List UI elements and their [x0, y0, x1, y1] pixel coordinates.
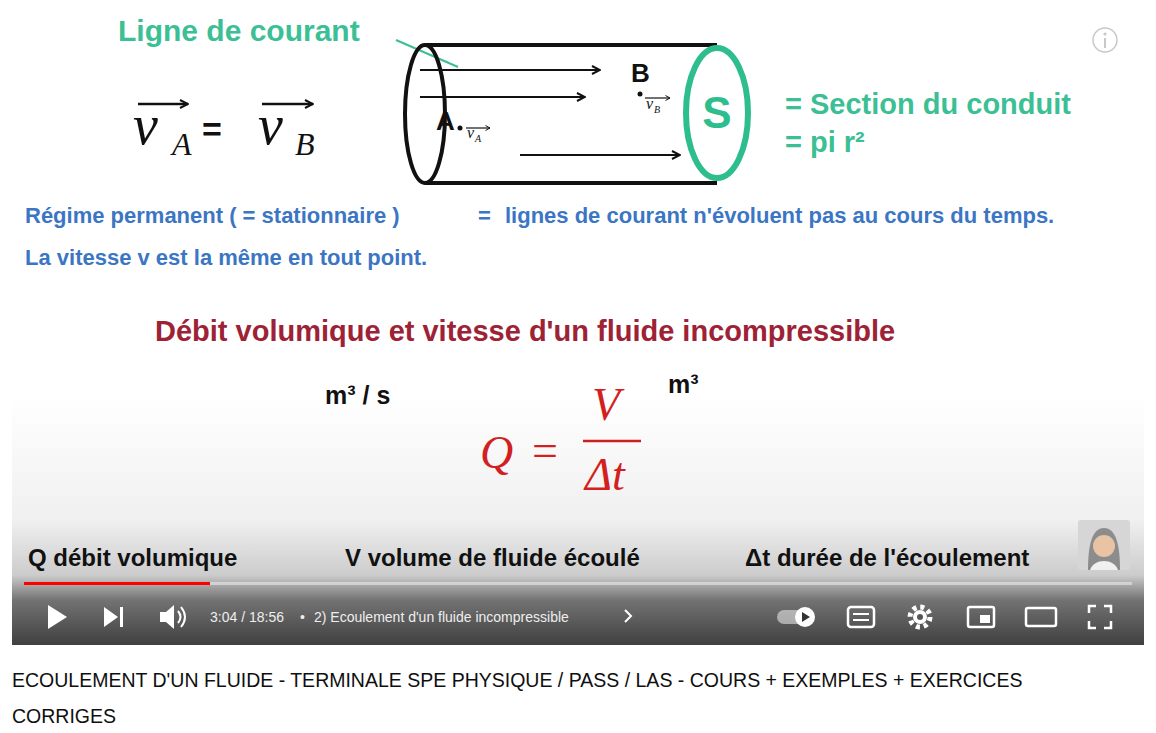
- note-text: Régime permanent ( = stationnaire ): [25, 205, 400, 227]
- section-ellipse: S: [682, 44, 752, 182]
- point-label: B: [631, 60, 650, 86]
- streamline: [420, 69, 600, 71]
- callout-label: Ligne de courant: [118, 16, 360, 46]
- avatar: [1078, 520, 1130, 570]
- legend-text: V volume de fluide écoulé: [345, 546, 640, 570]
- subtitles-button: [848, 607, 874, 627]
- legend-text: Δt durée de l'écoulement: [745, 546, 1029, 570]
- point-dot: [638, 92, 643, 97]
- subscript: B: [654, 105, 660, 115]
- point-label: A: [436, 108, 455, 134]
- time-display: 3:04 / 18:56: [210, 610, 284, 624]
- subscript: A: [475, 134, 481, 144]
- point-dot: [458, 126, 463, 131]
- streamline: [520, 154, 680, 156]
- separator: •: [300, 610, 305, 624]
- vector-symbol: v: [646, 96, 653, 112]
- equals-sign: =: [202, 112, 222, 146]
- equals-sign: =: [532, 428, 558, 474]
- info-icon: [1093, 28, 1117, 52]
- settings-button: [910, 607, 930, 627]
- node-text: S: [702, 91, 731, 135]
- play-button: [48, 605, 67, 629]
- note-text: La vitesse v est la même en tout point.: [25, 247, 427, 269]
- autoplay-toggle: [777, 607, 815, 627]
- next-button: [104, 607, 123, 627]
- definition-text: = Section du conduit: [785, 90, 1071, 119]
- unit-label: m³ / s: [325, 383, 390, 408]
- legend-text: Q débit volumique: [28, 546, 237, 570]
- vector-symbol: v: [133, 97, 158, 153]
- progress-track: [24, 582, 1132, 585]
- volume-button: [160, 605, 185, 629]
- formula-symbol: V: [592, 382, 620, 428]
- equals-sign: =: [478, 205, 491, 227]
- formula-symbol: Q: [480, 430, 513, 476]
- chapter-title: 2) Ecoulement d'un fluide incompressible: [314, 610, 569, 624]
- miniplayer-button: [968, 607, 994, 627]
- section-heading: Débit volumique et vitesse d'un fluide i…: [155, 317, 895, 346]
- video-frame: [12, 10, 1144, 645]
- note-text: lignes de courant n'évoluent pas au cour…: [505, 205, 1054, 227]
- vector-symbol: v: [467, 125, 474, 141]
- definition-text: = pi r²: [785, 128, 865, 157]
- chapter-chevron: [625, 610, 631, 622]
- video-title: ECOULEMENT D'UN FLUIDE - TERMINALE SPE P…: [12, 662, 1112, 733]
- progress-played: [24, 582, 210, 585]
- player-shade: [12, 395, 1144, 645]
- pipe: [405, 45, 717, 183]
- subscript: A: [172, 128, 192, 160]
- fullscreen-button: [1089, 606, 1111, 628]
- subscript: B: [295, 128, 315, 160]
- unit-label: m³: [668, 372, 699, 397]
- streamline: [420, 96, 585, 98]
- vector-symbol: v: [258, 97, 283, 153]
- formula-symbol: Δt: [585, 452, 625, 498]
- theater-button: [1026, 608, 1056, 626]
